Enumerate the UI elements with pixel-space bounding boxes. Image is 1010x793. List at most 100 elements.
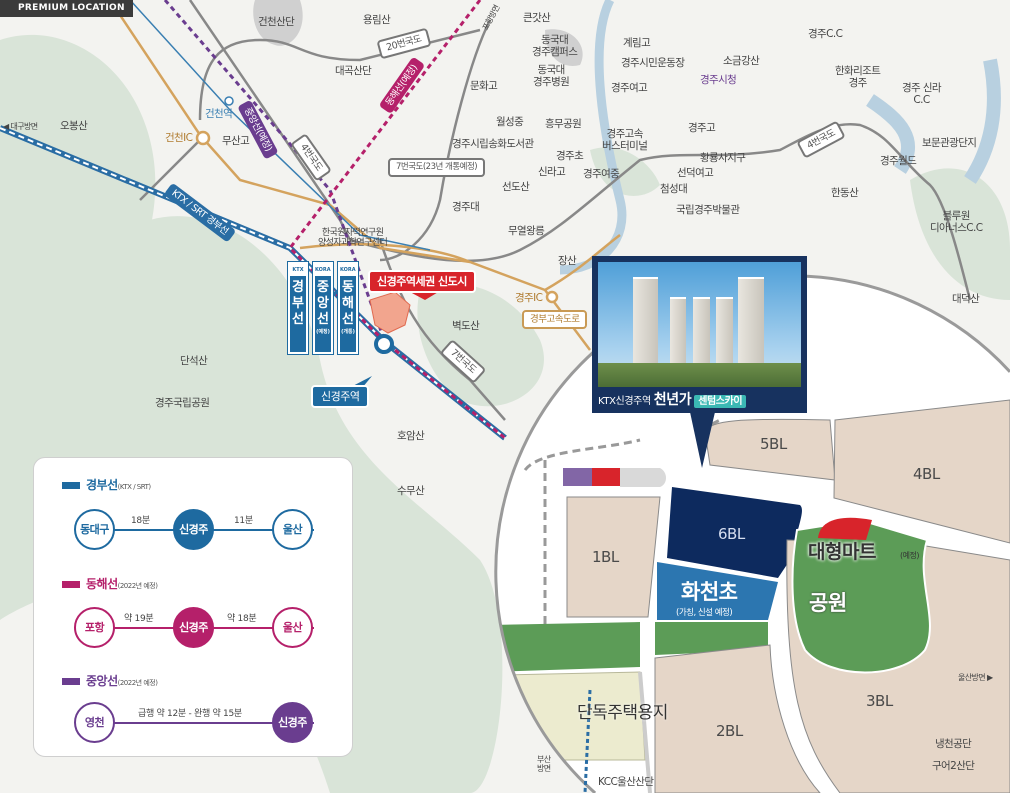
mart-label: 대형마트 [808, 541, 876, 563]
travel-time: 약 19분 [124, 614, 154, 624]
school-label: 경주초 [556, 150, 584, 162]
callout-prefix: KTX신경주역 [598, 396, 651, 407]
place-label: 무열왕릉 [508, 225, 545, 237]
travel-time: 18분 [131, 516, 150, 526]
school-label: 선덕여고 [677, 167, 714, 179]
place-label: 동국대 경주캠퍼스 [532, 34, 578, 58]
old-rail-line [129, 0, 431, 251]
station-circle: 포항 [74, 607, 115, 648]
legend-line-jungang: 중앙선(2022년 예정) [62, 672, 158, 689]
line-name: 동해선 [86, 577, 118, 591]
brand-badge: 센텀스카이 [694, 395, 747, 408]
station-circle: 동대구 [74, 509, 115, 550]
mart-site [818, 517, 872, 540]
singyeongju-station-badge[interactable]: 신경주역 [311, 385, 370, 408]
block-2bl-label: 2BL [716, 722, 743, 740]
block-1bl [566, 496, 661, 618]
mountain-label: 벽도산 [452, 320, 480, 332]
route-7-new-badge: 7번국도(23년 개통예정) [388, 158, 486, 177]
mountain-label: 장산 [558, 255, 577, 267]
mountain-label: 대덕산 [952, 293, 980, 305]
legend-line-donghae: 동해선(2022년 예정) [62, 575, 158, 592]
pillar-donghae: KORAIL동 해 선(개통) [338, 262, 358, 354]
station-circle: 울산 [272, 607, 313, 648]
gyeongju-ic-marker [545, 290, 559, 304]
place-label: 경주대 [452, 201, 480, 213]
geoncheon-ic-marker [195, 130, 211, 146]
school-note: (가칭, 신설 예정) [676, 608, 733, 618]
school-label: 월성중 [496, 116, 524, 128]
station-circle-current: 신경주 [173, 607, 214, 648]
place-label: 한국원자력연구원 양성자과학연구센터 [318, 228, 388, 248]
facility-red [592, 468, 620, 486]
mountain-label: 호암산 [397, 430, 425, 442]
place-label: 경주시립송화도서관 [452, 138, 534, 150]
block-1bl-label: 1BL [592, 548, 619, 566]
pillar-label: 중 앙 선 [317, 280, 329, 327]
place-label: 경주고속 버스터미널 [602, 128, 648, 152]
block-6bl-label: 6BL [718, 525, 745, 543]
mountain-label: 큰갓산 [523, 12, 551, 24]
place-label: 경주월드 [880, 155, 917, 167]
ic-label: 경주IC [515, 292, 543, 304]
pillar-note: (예정) [316, 329, 330, 335]
school-label: 무산고 [222, 135, 250, 147]
station-circle: 영천 [74, 702, 115, 743]
place-label: 황룡사지구 [700, 152, 746, 164]
pillar-jungang: KORAIL 중 앙 선 (예정) [313, 262, 333, 354]
place-label: 구어2산단 [932, 760, 975, 772]
pillar-note: (개통) [341, 329, 355, 335]
place-label: 경주 신라 C.C [902, 82, 942, 106]
new-town-badge[interactable]: 신경주역세권 신도시 [368, 270, 476, 293]
place-label: 흥무공원 [545, 118, 582, 130]
mart-note: (예정) [900, 551, 919, 560]
school-label: 경주여고 [611, 82, 648, 94]
line-note: (2022년 예정) [117, 679, 158, 687]
place-label: 한화리조트 경주 [835, 65, 881, 89]
place-label: 냉천공단 [935, 738, 972, 750]
transit-legend: 경부선(KTX / SRT) 동대구 신경주 울산 18분 11분 동해선(20… [33, 457, 353, 757]
mountain-label: 수무산 [397, 485, 425, 497]
korail-logo: KORAIL [315, 264, 331, 276]
school-label: 경주여중 [583, 168, 620, 180]
expressway-badge: 경부고속도로 [522, 310, 588, 329]
housing-land-label: 단독주택용지 [577, 703, 668, 723]
block-5bl-label: 5BL [760, 435, 787, 453]
block-6bl [667, 487, 802, 578]
place-label: KCC울산산단 [598, 776, 654, 788]
callout-pointer [690, 412, 715, 468]
legend-line-gyeongbu: 경부선(KTX / SRT) [62, 476, 151, 493]
mountain-label: 소금강산 [723, 55, 760, 67]
mountain-label: 선도산 [502, 181, 530, 193]
mountain-label: 용림산 [363, 14, 391, 26]
school-label: 화천초 [681, 580, 738, 604]
ic-label: 건천IC [165, 132, 193, 144]
place-label: 국립경주박물관 [676, 204, 740, 216]
ktx-srt-logo: KTX SRT [290, 264, 306, 276]
direction-label: 울산방면 ▶ [958, 673, 993, 682]
station-circle: 울산 [272, 509, 313, 550]
place-label: 대곡산단 [335, 65, 372, 77]
block-4bl [833, 399, 1010, 544]
school-label: 경주고 [688, 122, 716, 134]
line-note: (KTX / SRT) [117, 483, 151, 491]
donghae-line [288, 0, 506, 440]
facility-grey [620, 468, 666, 487]
line-name: 경부선 [86, 478, 118, 492]
project-name: 천년가 [653, 392, 692, 408]
site-plan-circle-outline [494, 274, 1010, 793]
place-label: 경주시민운동장 [621, 57, 685, 69]
green-strip-left [495, 622, 640, 672]
station-circle-current: 신경주 [173, 509, 214, 550]
school-label: 계림고 [623, 37, 651, 49]
apartment-rendering [598, 262, 801, 387]
direction-label: ◀ 대구방면 [3, 122, 38, 131]
school-label: 문화고 [470, 80, 498, 92]
place-label: 동국대 경주병원 [533, 64, 570, 88]
block-school [657, 562, 778, 620]
line-note: (2022년 예정) [117, 582, 158, 590]
line-name: 중앙선 [86, 674, 118, 688]
city-hall-label: 경주시청 [700, 74, 737, 86]
